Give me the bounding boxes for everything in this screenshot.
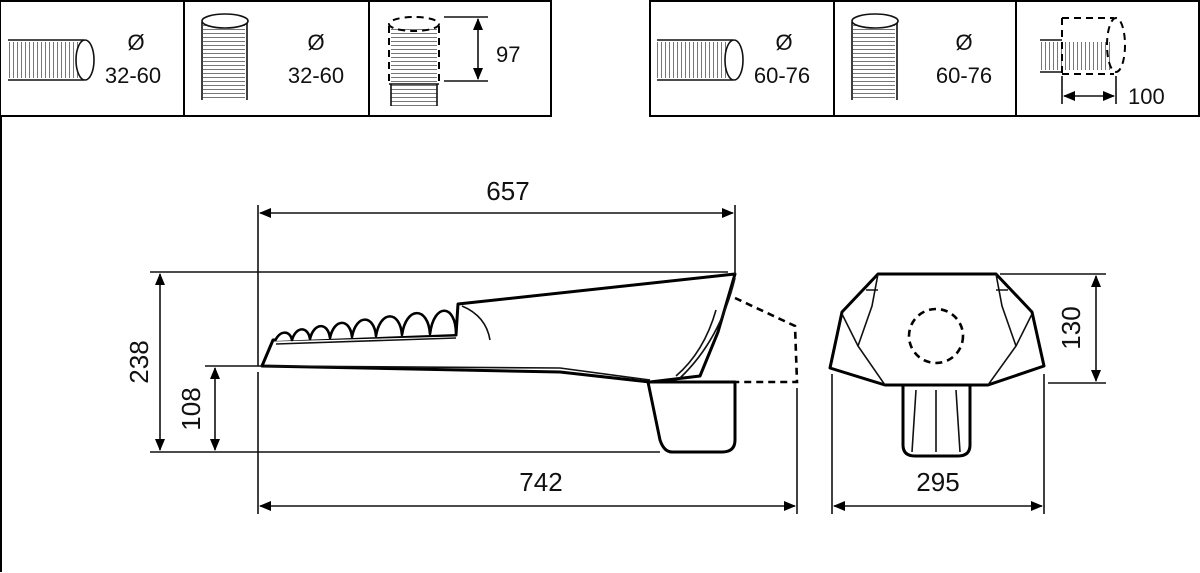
post-top-insertion-icon [388,16,488,106]
insertion-depth-97: 97 [496,42,520,67]
luminaire-side-view [260,272,799,454]
diameter-symbol-1: Ø [127,30,144,55]
diameter-range-5: 60-76 [936,63,992,88]
dimension-130: 130 [1056,306,1086,349]
post-top-pipe-large-icon [851,13,899,100]
diameter-symbol-4: Ø [775,30,792,55]
dimension-108: 108 [176,387,206,430]
diameter-symbol-5: Ø [955,30,972,55]
dimension-295: 295 [916,467,959,497]
diameter-range-2: 32-60 [288,63,344,88]
luminaire-front-view [828,272,1046,458]
dimension-lines-side [150,205,798,514]
post-top-pipe-icon [201,13,249,100]
dimension-lines-front [831,273,1106,514]
insertion-depth-100: 100 [1128,84,1165,109]
mounting-table-left [0,0,552,117]
dimension-657: 657 [486,176,529,206]
mounting-table-right [649,0,1200,117]
side-entry-pipe-icon [8,39,95,81]
side-entry-insertion-icon [1040,17,1126,104]
diameter-symbol-2: Ø [307,30,324,55]
dimension-238: 238 [124,340,154,383]
side-entry-pipe-large-icon [657,39,744,81]
diameter-range-4: 60-76 [754,63,810,88]
dimension-742: 742 [519,467,562,497]
diameter-range-1: 32-60 [105,63,161,88]
